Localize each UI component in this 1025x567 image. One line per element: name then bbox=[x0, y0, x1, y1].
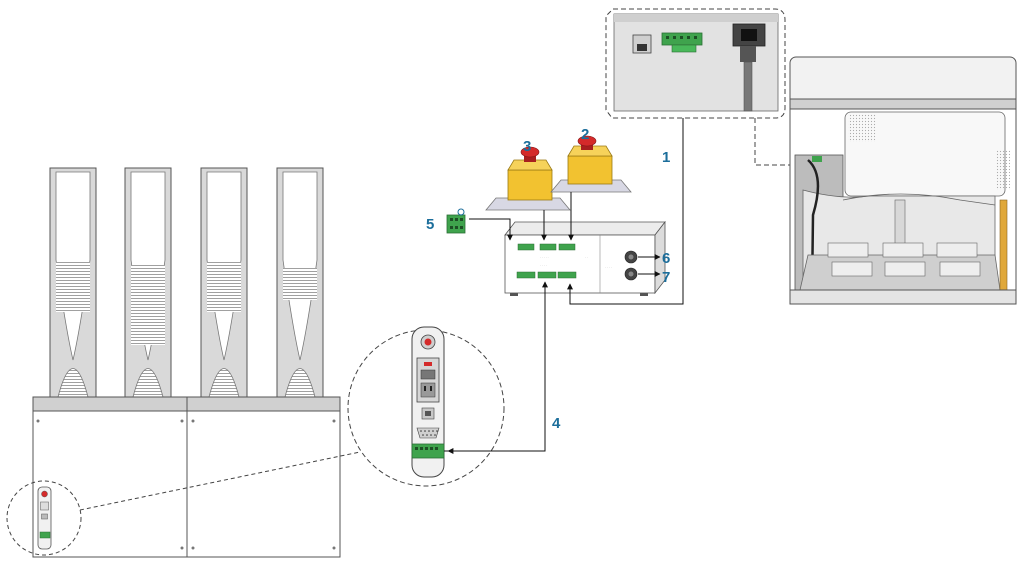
callout-3: 3 bbox=[523, 138, 531, 155]
power-inlet-icon bbox=[732, 23, 766, 112]
emergency-stop-2 bbox=[550, 135, 632, 193]
emergency-stop-button-icon bbox=[520, 146, 540, 162]
tower-1 bbox=[49, 167, 97, 398]
terminal-block-icon bbox=[661, 32, 703, 53]
round-connector-7 bbox=[624, 267, 638, 281]
svg-text:· · · ·: · · · · bbox=[540, 263, 547, 267]
callout-2: 2 bbox=[581, 126, 589, 143]
callout-5: 5 bbox=[426, 216, 434, 233]
round-connector-6 bbox=[624, 250, 638, 264]
cabinet-connector-panel bbox=[37, 486, 52, 550]
tower-4 bbox=[276, 167, 324, 398]
tower-2 bbox=[124, 167, 172, 398]
emergency-stop-3 bbox=[485, 146, 571, 211]
svg-text:· · · · ·: · · · · · bbox=[540, 255, 549, 259]
connector-panel-zoom bbox=[347, 326, 505, 487]
ethernet-port-icon bbox=[421, 407, 435, 420]
svg-text:· ·: · · bbox=[585, 255, 588, 259]
wiring-cables bbox=[444, 57, 686, 452]
status-lamp-icon bbox=[420, 334, 436, 350]
callout-7: 7 bbox=[662, 269, 670, 286]
instrument-rear-zoom bbox=[605, 8, 786, 119]
callout-6: 6 bbox=[662, 250, 670, 267]
control-box: · · · · · · · · · · · · · · · bbox=[504, 220, 666, 296]
terminal-block-icon bbox=[411, 443, 445, 459]
emergency-stop-button-icon bbox=[577, 135, 597, 150]
callout-4: 4 bbox=[552, 415, 561, 432]
zoom-circle-small bbox=[6, 480, 82, 556]
serial-port-icon bbox=[416, 427, 440, 439]
tower-3 bbox=[200, 167, 248, 398]
svg-text:· · · ·: · · · · bbox=[605, 265, 612, 269]
ethernet-port-icon bbox=[632, 34, 652, 54]
storage-cabinet bbox=[6, 167, 341, 558]
callout-1: 1 bbox=[662, 149, 670, 166]
callout-labels: 1 2 3 4 5 6 7 bbox=[426, 126, 670, 432]
terminal-block-5 bbox=[446, 208, 466, 234]
instrument bbox=[789, 56, 1017, 305]
power-inlet-icon bbox=[416, 357, 440, 403]
